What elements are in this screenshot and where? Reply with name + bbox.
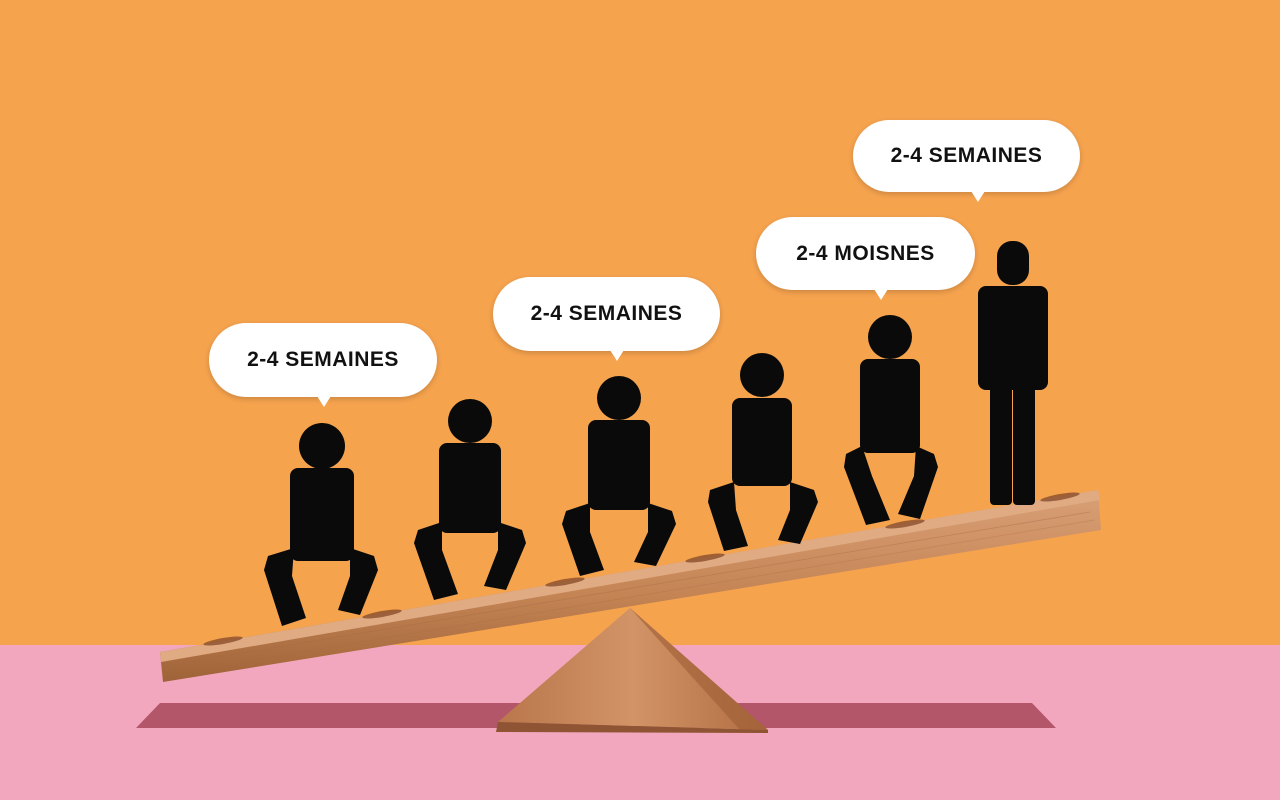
fulcrum bbox=[496, 608, 768, 733]
speech-bubble-4: 2-4 SEMAINES bbox=[853, 120, 1080, 202]
person-figure-4 bbox=[708, 353, 818, 551]
speech-bubble-2: 2-4 SEMAINES bbox=[493, 277, 720, 361]
speech-bubble-3: 2-4 MOISNES bbox=[756, 217, 975, 300]
person-figure-2 bbox=[414, 399, 526, 600]
person-figure-1 bbox=[264, 423, 378, 626]
seesaw-plank bbox=[160, 490, 1101, 682]
speech-bubble-1: 2-4 SEMAINES bbox=[209, 323, 437, 407]
person-figure-standing bbox=[978, 241, 1048, 505]
person-figure-3 bbox=[562, 376, 676, 576]
person-figure-5 bbox=[844, 315, 938, 525]
